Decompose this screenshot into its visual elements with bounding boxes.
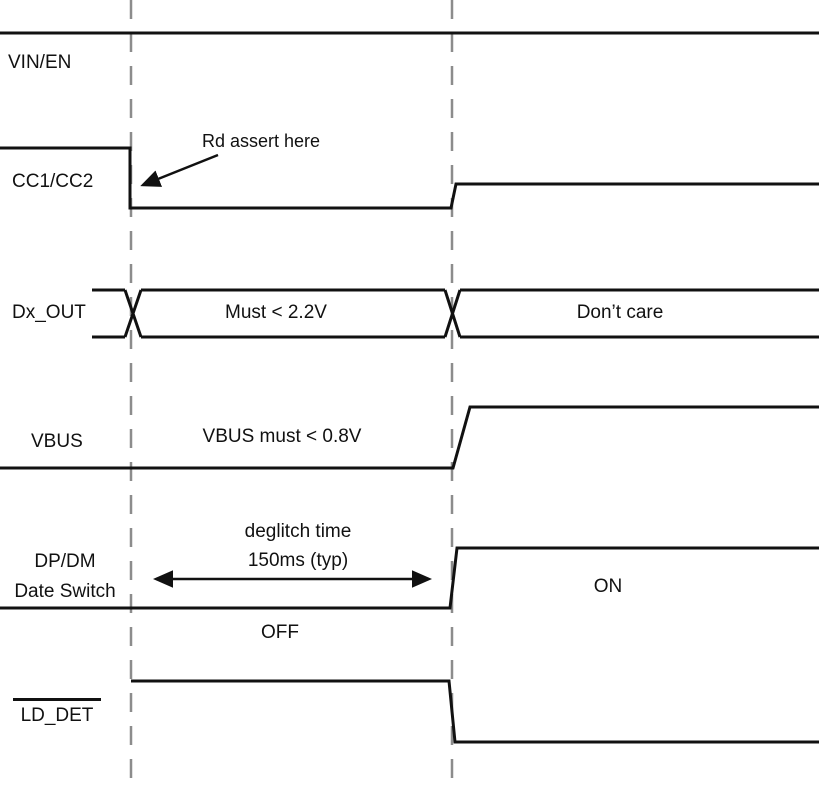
dx-out-region1-text: Must < 2.2V <box>225 302 327 323</box>
dx-out-bus-stub <box>92 288 125 339</box>
dp-dm-waveform <box>0 546 819 610</box>
ld-det-waveform <box>131 679 819 744</box>
dx-out-crossover-1 <box>123 289 143 338</box>
dp-dm-label: DP/DM Date Switch <box>4 547 126 607</box>
dx-out-bus-region-1 <box>141 288 445 339</box>
vin-en-label: VIN/EN <box>8 52 72 73</box>
dx-out-crossover-2 <box>443 289 462 338</box>
dx-out-bus-region-2 <box>460 288 819 339</box>
rd-assert-annotation: Rd assert here <box>202 131 321 151</box>
vbus-waveform <box>0 405 819 470</box>
rd-assert-arrow <box>140 153 219 187</box>
dp-dm-label-line1: DP/DM <box>34 551 96 572</box>
dp-dm-label-line2: Date Switch <box>14 581 116 602</box>
vbus-annotation: VBUS must < 0.8V <box>202 426 362 447</box>
dp-dm-off-state: OFF <box>261 622 299 643</box>
dx-out-label: Dx_OUT <box>12 302 86 323</box>
deglitch-time-text-line2: 150ms (typ) <box>247 550 349 571</box>
cc1-cc2-label: CC1/CC2 <box>12 171 94 192</box>
dx-out-region2-text: Don’t care <box>576 302 664 323</box>
cc1-cc2-waveform <box>0 146 819 210</box>
deglitch-time-text-line1: deglitch time <box>244 521 352 542</box>
ld-det-label: LD_DET <box>13 698 101 727</box>
dp-dm-on-state: ON <box>593 576 623 597</box>
vbus-label: VBUS <box>31 431 83 452</box>
